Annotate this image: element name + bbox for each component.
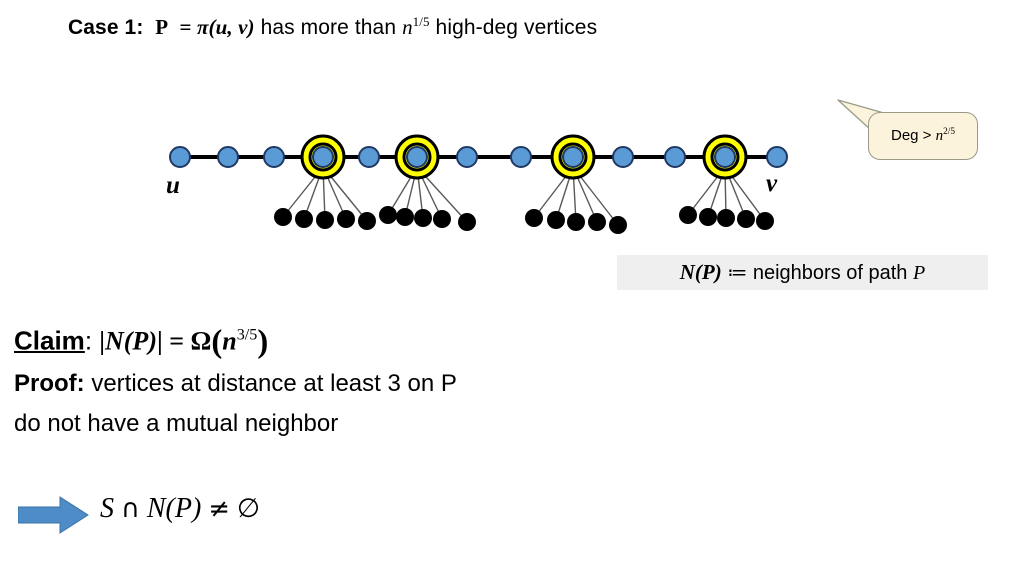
claim-n-symbol: n bbox=[222, 326, 237, 356]
formula-np: N(P) bbox=[146, 493, 202, 524]
title-path-var: P bbox=[155, 15, 169, 39]
path-node bbox=[510, 146, 532, 168]
leaf-node bbox=[316, 211, 334, 229]
np-symbol: N(P) bbox=[679, 260, 722, 284]
path-node bbox=[358, 146, 380, 168]
leaf-node bbox=[756, 212, 774, 230]
title-tail-text: high-deg vertices bbox=[429, 16, 598, 39]
right-arrow-shape bbox=[18, 496, 89, 534]
title-open-paren: ( bbox=[208, 15, 216, 39]
leaf-node bbox=[717, 209, 735, 227]
path-node-highlighted bbox=[714, 146, 736, 168]
leaf-node bbox=[567, 213, 585, 231]
claim-np: N(P) bbox=[105, 326, 157, 356]
title-exponent: 1/5 bbox=[412, 13, 430, 29]
claim-abs-close: | bbox=[156, 326, 163, 356]
proof-text-line-1: vertices at distance at least 3 on P bbox=[84, 370, 457, 397]
endpoint-label-u: u bbox=[166, 172, 180, 199]
leaf-node bbox=[414, 209, 432, 227]
path-node bbox=[456, 146, 478, 168]
degree-callout-bubble: Deg > n2/5 bbox=[868, 112, 978, 160]
formula-intersect: ∩ bbox=[121, 494, 140, 524]
callout-text-prefix: Deg > bbox=[890, 127, 936, 144]
leaf-node bbox=[547, 211, 565, 229]
case-title: Case 1: P = π(u, v) has more than n1/5 h… bbox=[68, 15, 597, 40]
claim-paren-open: ( bbox=[211, 324, 223, 360]
np-definition-box: N(P) ≔ neighbors of path P bbox=[617, 255, 988, 290]
title-middle-text: has more than bbox=[254, 16, 403, 39]
path-node bbox=[664, 146, 686, 168]
np-path-var: P bbox=[913, 262, 926, 284]
path-node bbox=[263, 146, 285, 168]
leaf-node bbox=[379, 206, 397, 224]
callout-n-symbol: n bbox=[935, 128, 944, 144]
leaf-node bbox=[588, 213, 606, 231]
title-n-symbol: n bbox=[402, 15, 413, 39]
title-equals: = bbox=[179, 15, 192, 39]
title-pi: π bbox=[196, 15, 209, 39]
path-node bbox=[766, 146, 788, 168]
leaf-node bbox=[458, 213, 476, 231]
title-close-paren: ) bbox=[247, 15, 255, 39]
proof-line-1: Proof: vertices at distance at least 3 o… bbox=[14, 370, 457, 398]
formula-s: S bbox=[100, 493, 114, 524]
leaf-nodes-group bbox=[274, 206, 774, 234]
conclusion-arrow-icon bbox=[18, 496, 89, 534]
title-comma: , bbox=[227, 15, 239, 39]
claim-equals: = bbox=[162, 326, 191, 356]
np-definition-text: neighbors of path bbox=[747, 262, 913, 284]
path-node bbox=[217, 146, 239, 168]
claim-colon: : bbox=[84, 325, 100, 356]
case-label: Case 1: bbox=[68, 16, 144, 39]
path-node-highlighted bbox=[312, 146, 334, 168]
formula-empty-set: ∅ bbox=[236, 493, 261, 524]
claim-paren-close: ) bbox=[257, 324, 269, 360]
callout-exponent: 2/5 bbox=[943, 127, 955, 138]
endpoint-label-v: v bbox=[766, 170, 778, 197]
leaf-node bbox=[274, 208, 292, 226]
path-node-highlighted bbox=[562, 146, 584, 168]
leaf-node bbox=[609, 216, 627, 234]
proof-line-2: do not have a mutual neighbor bbox=[14, 410, 339, 437]
leaf-node bbox=[699, 208, 717, 226]
path-nodes-group bbox=[169, 134, 788, 180]
path-node bbox=[169, 146, 191, 168]
title-v: v bbox=[238, 15, 248, 39]
claim-abs-open: | bbox=[99, 326, 105, 356]
leaf-node bbox=[396, 208, 414, 226]
path-node bbox=[612, 146, 634, 168]
leaf-node bbox=[337, 210, 355, 228]
leaf-node bbox=[433, 210, 451, 228]
np-defined-as: ≔ bbox=[727, 262, 748, 284]
conclusion-formula: S ∩ N(P) ≠ ∅ bbox=[100, 493, 260, 525]
title-u: u bbox=[215, 15, 228, 39]
leaf-node bbox=[295, 210, 313, 228]
leaf-node bbox=[737, 210, 755, 228]
leaf-node bbox=[525, 209, 543, 227]
leaf-node bbox=[679, 206, 697, 224]
formula-not-equal: ≠ bbox=[208, 494, 230, 524]
leaf-node bbox=[358, 212, 376, 230]
claim-keyword: Claim bbox=[14, 325, 85, 356]
claim-line: Claim: |N(P)| = Ω(n3/5) bbox=[14, 324, 268, 361]
claim-exponent: 3/5 bbox=[236, 326, 258, 344]
proof-keyword: Proof: bbox=[14, 370, 85, 397]
claim-omega: Ω bbox=[190, 326, 212, 356]
path-node-highlighted bbox=[406, 146, 428, 168]
